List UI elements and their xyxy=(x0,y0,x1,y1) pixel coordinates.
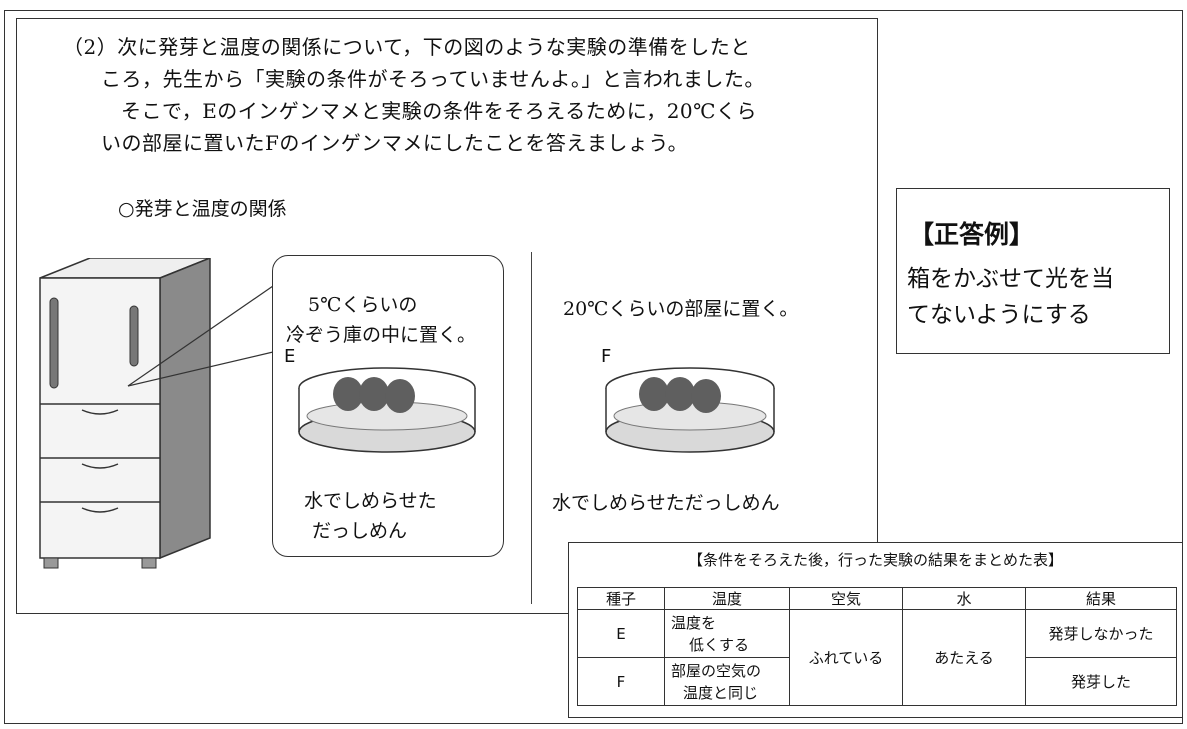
e-condition-line-1: 5℃くらいの xyxy=(308,294,418,316)
result-cell: 発芽した xyxy=(1025,657,1177,706)
seed-cell: F xyxy=(577,657,665,706)
result-cell: 発芽しなかった xyxy=(1025,609,1177,658)
question-line-3: そこで，Eのインゲンマメと実験の条件をそろえるために，20℃くら xyxy=(121,99,758,123)
result-table-box: 【条件をそろえた後，行った実験の結果をまとめた表】 種子 温度 空気 水 結果 … xyxy=(568,542,1183,718)
figure-divider xyxy=(531,252,532,604)
temperature-cell: 温度を 低くする xyxy=(664,609,790,658)
water-cell: あたえる xyxy=(902,609,1026,706)
section-title: ○発芽と温度の関係 xyxy=(118,198,287,220)
temperature-line: 部屋の空気の xyxy=(671,661,762,680)
header-temperature: 温度 xyxy=(664,587,790,610)
result-table-title: 【条件をそろえた後，行った実験の結果をまとめた表】 xyxy=(687,551,1063,569)
seed-cell: E xyxy=(577,609,665,658)
f-condition: 20℃くらいの部屋に置く。 xyxy=(563,298,799,320)
header-result: 結果 xyxy=(1025,587,1177,610)
temperature-line: 温度と同じ xyxy=(683,683,759,702)
answer-line-1: 箱をかぶせて光を当 xyxy=(907,266,1114,292)
header-water: 水 xyxy=(902,587,1026,610)
petri-dish-f xyxy=(605,367,775,453)
question-line-4: いの部屋に置いたFのインゲンマメにしたことを答えましょう。 xyxy=(101,131,689,155)
e-condition-line-2: 冷ぞう庫の中に置く。 xyxy=(286,324,477,346)
temperature-line: 温度を xyxy=(671,613,717,632)
temperature-line: 低くする xyxy=(689,635,750,654)
e-caption-line-1: 水でしめらせた xyxy=(304,490,437,512)
result-table: 種子 温度 空気 水 結果 E 温度を 低くする ふれている あたえる 発芽しな… xyxy=(577,587,1177,706)
air-cell: ふれている xyxy=(789,609,903,706)
answer-heading: 【正答例】 xyxy=(909,220,1035,249)
question-line-2: ころ，先生から「実験の条件がそろっていませんよ。」と言われました。 xyxy=(101,67,765,91)
refrigerator-illustration xyxy=(39,258,274,569)
e-caption-line-2: だっしめん xyxy=(312,520,408,542)
f-caption: 水でしめらせただっしめん xyxy=(552,492,780,514)
question-frame: （2）次に発芽と温度の関係について，下の図のような実験の準備をしたと ころ，先生… xyxy=(16,18,878,614)
temperature-cell: 部屋の空気の 温度と同じ xyxy=(664,657,790,706)
answer-line-2: てないようにする xyxy=(907,302,1091,328)
header-air: 空気 xyxy=(789,587,903,610)
header-seed: 種子 xyxy=(577,587,665,610)
table-row: F 部屋の空気の 温度と同じ 発芽した xyxy=(577,657,1177,706)
answer-box: 【正答例】 箱をかぶせて光を当 てないようにする xyxy=(896,188,1170,354)
f-letter: F xyxy=(601,346,612,367)
table-header-row: 種子 温度 空気 水 結果 xyxy=(577,587,1177,610)
question-line-1: （2）次に発芽と温度の関係について，下の図のような実験の準備をしたと xyxy=(63,35,751,59)
petri-dish-e xyxy=(298,367,476,453)
e-letter: E xyxy=(284,346,296,367)
outer-frame xyxy=(4,10,1183,724)
table-row: E 温度を 低くする ふれている あたえる 発芽しなかった xyxy=(577,609,1177,706)
